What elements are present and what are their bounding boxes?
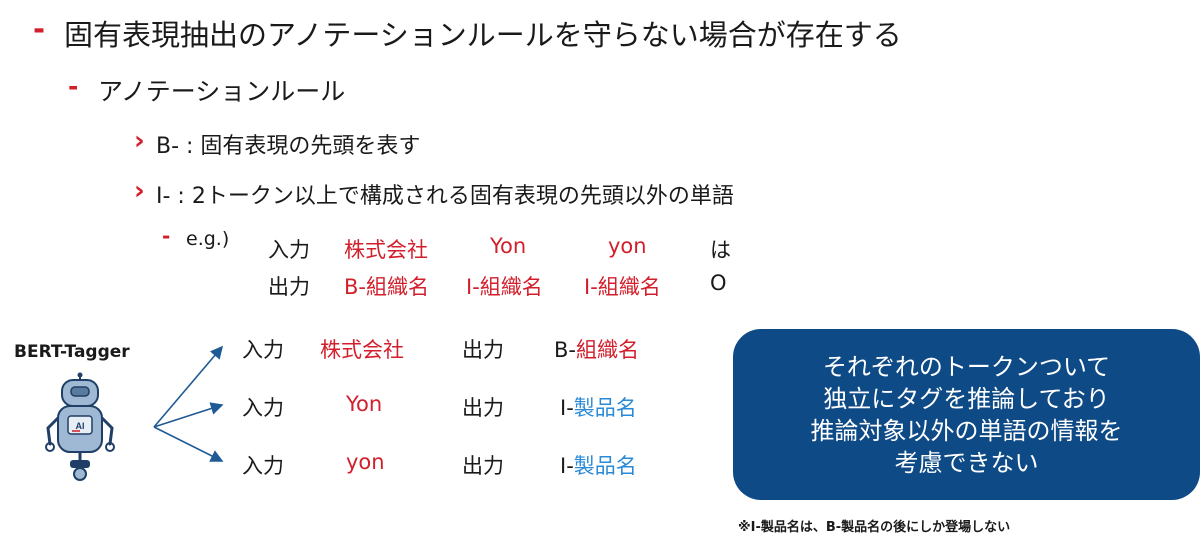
tagger-input-token: Yon [346, 392, 383, 416]
rule-i-text: I- : 2トークン以上で構成される固有表現の先頭以外の単語 [156, 184, 734, 209]
example-output-tag: O [710, 271, 727, 295]
tagger-title: BERT-Tagger [14, 342, 130, 362]
tag-name: 製品名 [573, 396, 637, 420]
robot-badge-text: AI [76, 421, 85, 431]
example-input-token: は [710, 238, 731, 262]
tagger-output-tag: B-組織名 [554, 334, 639, 364]
tag-prefix: I- [560, 454, 574, 478]
example-input-token: Yon [490, 234, 527, 258]
bullet-marker-example: - [162, 224, 171, 248]
tagger-input-label: 入力 [242, 396, 284, 420]
rule-b-text: B- : 固有表現の先頭を表す [156, 134, 421, 159]
tag-name: 製品名 [573, 454, 637, 478]
tagger-output-tag: I-製品名 [560, 450, 637, 480]
tagger-output-label: 出力 [462, 338, 504, 362]
footnote: ※I-製品名は、B-製品名の後にしか登場しない [738, 520, 1011, 535]
tagger-input-token: 株式会社 [320, 338, 404, 362]
example-label: e.g.) [186, 228, 230, 250]
chevron-right-icon: › [134, 176, 145, 206]
branch-arrows [153, 345, 224, 462]
bullet-marker-l2: - [68, 72, 79, 101]
heading-bullet: 固有表現抽出のアノテーションルールを守らない場合が存在する [64, 18, 902, 52]
tagger-output-label: 出力 [462, 454, 504, 478]
tagger-output-tag: I-製品名 [560, 392, 637, 422]
annotation-rule-heading: アノテーションルール [98, 77, 346, 106]
tagger-output-label: 出力 [462, 396, 504, 420]
example-output-label: 出力 [268, 275, 310, 299]
bullet-marker-l1: - [33, 12, 46, 46]
tag-prefix: I- [560, 396, 574, 420]
chevron-right-icon: › [134, 126, 145, 156]
tagger-input-label: 入力 [242, 454, 284, 478]
example-output-tag: I-組織名 [466, 275, 543, 299]
callout-line: 独立にタグを推論しており [823, 384, 1110, 413]
callout-line: 考慮できない [894, 448, 1039, 477]
tag-prefix: B- [554, 338, 576, 362]
example-input-label: 入力 [268, 238, 310, 262]
tag-name: 組織名 [575, 338, 639, 362]
tagger-input-label: 入力 [242, 338, 284, 362]
example-output-tag: I-組織名 [584, 275, 661, 299]
callout-line: 推論対象以外の単語の情報を [810, 416, 1123, 445]
example-input-token: 株式会社 [344, 238, 428, 262]
callout-line: それぞれのトークンついて [822, 352, 1111, 381]
callout-box: それぞれのトークンついて 独立にタグを推論しており 推論対象以外の単語の情報を … [733, 329, 1200, 500]
tagger-input-token: yon [346, 450, 385, 474]
robot-icon: AI [45, 372, 115, 481]
example-output-tag: B-組織名 [344, 275, 429, 299]
example-input-token: yon [608, 234, 647, 258]
